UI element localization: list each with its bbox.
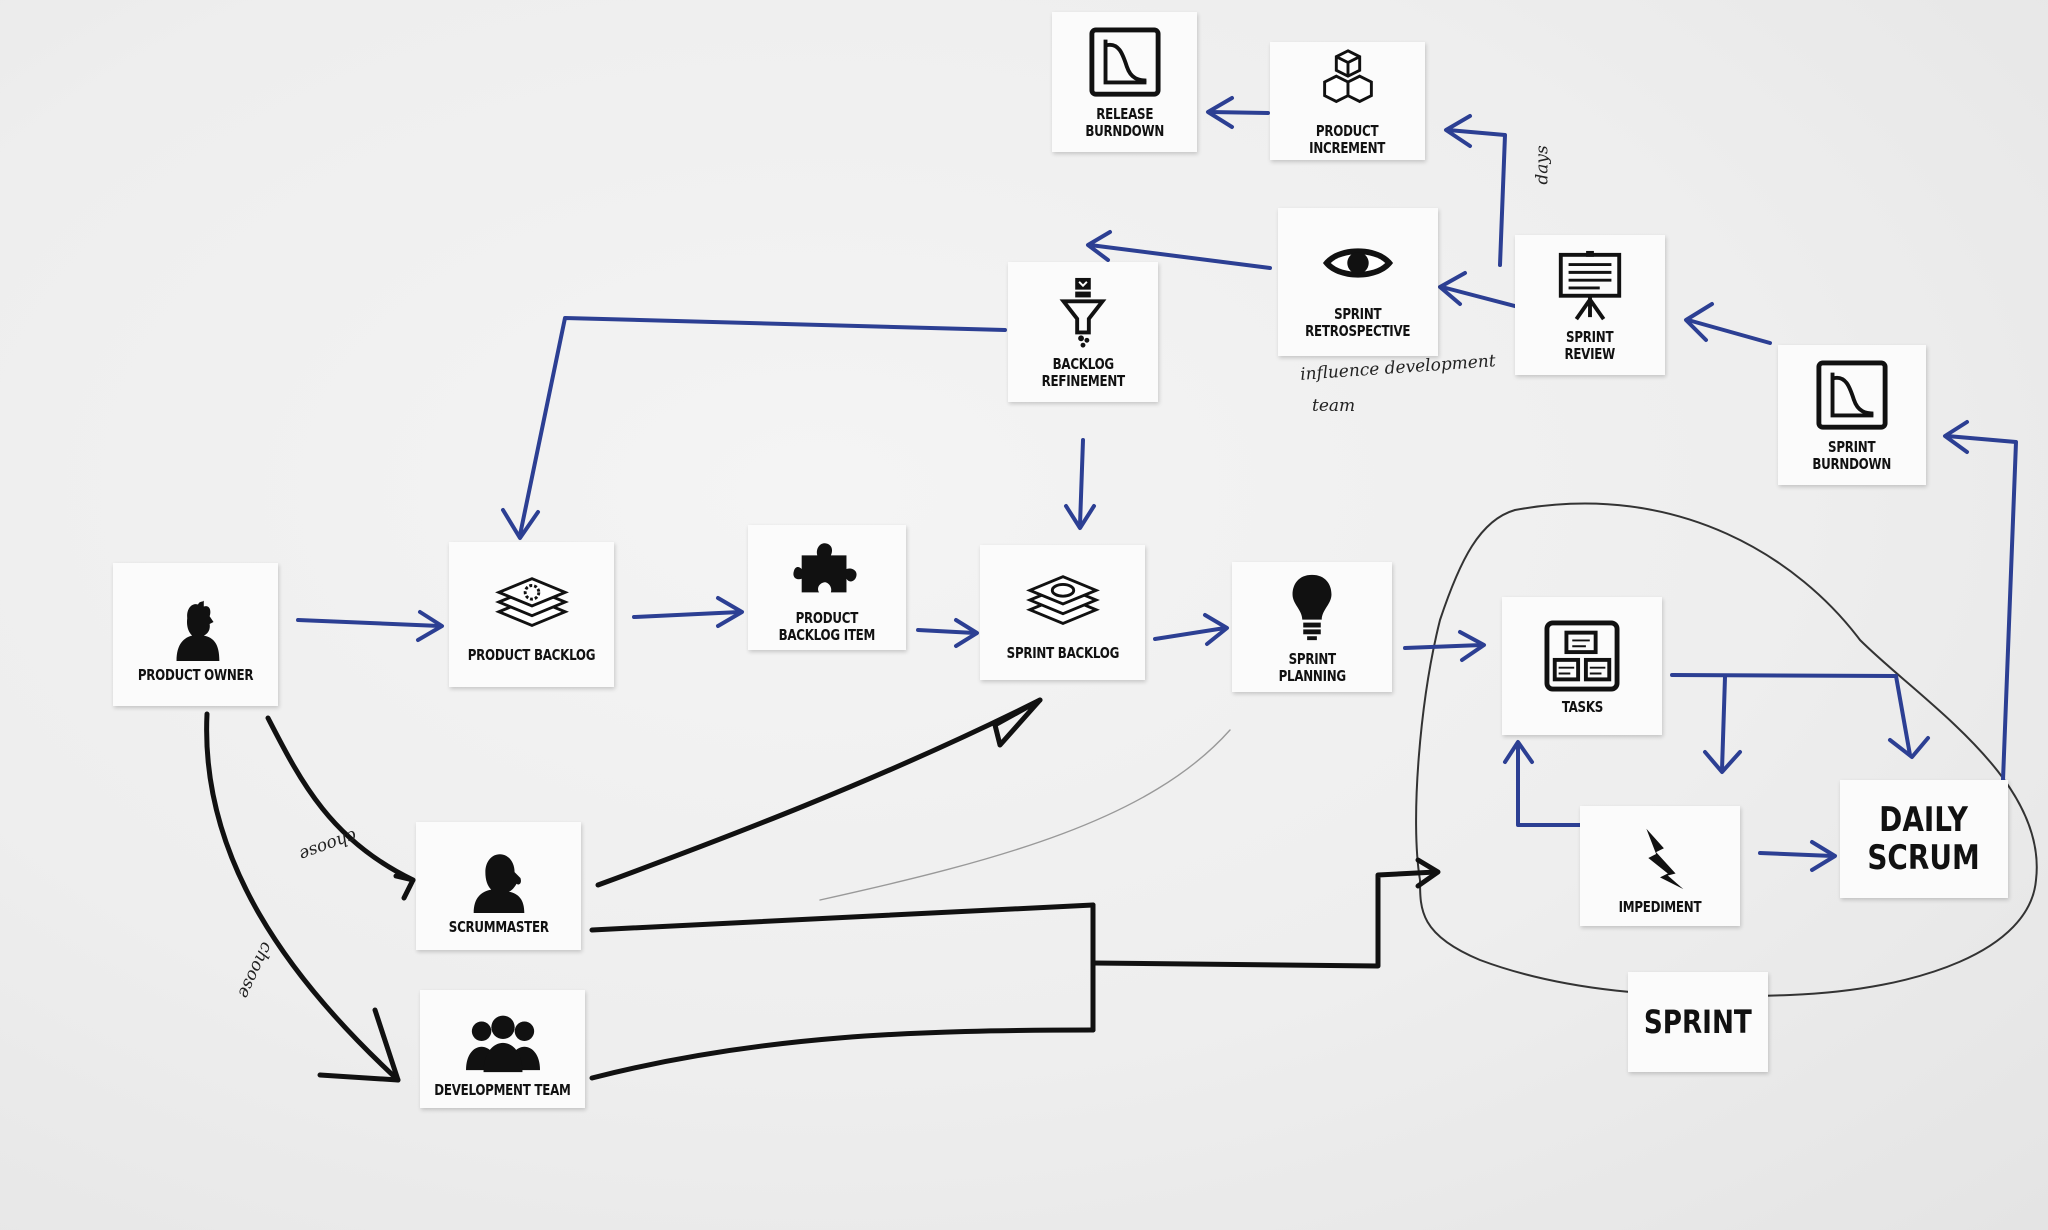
card-label: BACKLOG REFINEMENT: [1041, 355, 1125, 390]
sprint-review-card: SPRINT REVIEW: [1515, 235, 1665, 375]
stacked-layers-icon: [492, 565, 572, 643]
days-annotation: days: [1532, 145, 1553, 185]
to-daily-scrum-arrow: [1894, 674, 1912, 757]
devteam-merge-line: [589, 1027, 1096, 1081]
card-label: TASKS: [1561, 697, 1603, 716]
tasks-card: TASKS: [1502, 597, 1662, 735]
development-team-card: DEVELOPMENT TEAM: [420, 990, 585, 1108]
sprint-backlog-card: SPRINT BACKLOG: [980, 545, 1145, 680]
card-label: PRODUCT INCREMENT: [1309, 122, 1386, 157]
refinement-to-backlog-arrow: [518, 316, 1007, 537]
sprint-card: SPRINT: [1628, 972, 1768, 1072]
card-label: SPRINT: [1644, 1003, 1752, 1041]
scrum-to-burndown-arrow: [1945, 434, 2018, 782]
increment-to-release-arrow: [1208, 110, 1270, 115]
sprintbacklog-to-planning-arrow: [1153, 626, 1227, 641]
retro-to-refinement-arrow: [1088, 243, 1272, 270]
product-increment-card: PRODUCT INCREMENT: [1270, 42, 1425, 160]
product-backlog-item-card: PRODUCT BACKLOG ITEM: [748, 525, 906, 650]
release-burndown-card: RELEASE BURNDOWN: [1052, 12, 1197, 152]
card-label: PRODUCT BACKLOG ITEM: [778, 609, 876, 644]
light-bulb-icon: [1272, 569, 1352, 647]
burndown-chart-icon: [1085, 24, 1165, 102]
card-label: SPRINT BURNDOWN: [1812, 438, 1892, 473]
presentation-board-icon: [1550, 247, 1630, 325]
group-icon: [463, 1000, 543, 1078]
product-backlog-card: PRODUCT BACKLOG: [449, 542, 614, 687]
scrummaster-merge-line: [589, 902, 1096, 933]
sprint-boundary: [1415, 502, 2038, 998]
tasks-to-scrum-line: [1670, 673, 1898, 678]
daily-scrum-card: DAILY SCRUM: [1840, 780, 2008, 898]
po-to-scrummaster-arrow: [265, 715, 416, 883]
team-annotation: team: [1312, 396, 1356, 416]
review-to-increment-arrow: [1446, 128, 1507, 267]
card-label: DAILY SCRUM: [1867, 800, 1981, 878]
impediment-to-tasks-arrow: [1516, 743, 1582, 827]
person-head-icon: [156, 585, 236, 663]
lightning-icon: [1620, 817, 1700, 895]
planning-to-tasks-arrow: [1403, 643, 1484, 650]
card-label: DEVELOPMENT TEAM: [434, 1080, 571, 1099]
po-to-backlog-arrow: [296, 618, 442, 628]
task-board-icon: [1542, 617, 1622, 695]
sprint-burndown-card: SPRINT BURNDOWN: [1778, 345, 1926, 485]
refinement-to-sprintbacklog-arrow: [1078, 438, 1085, 527]
card-label: SPRINT RETROSPECTIVE: [1305, 305, 1411, 340]
sprint-retrospective-card: SPRINT RETROSPECTIVE: [1278, 208, 1438, 356]
card-label: PRODUCT BACKLOG: [467, 646, 596, 664]
woman-head-icon: [459, 837, 539, 915]
backlog-to-item-arrow: [632, 610, 742, 619]
burndown-to-review-arrow: [1686, 318, 1772, 345]
card-label: SCRUMMASTER: [448, 917, 549, 936]
team-to-sprint-arrow: [1090, 869, 1439, 969]
card-label: SPRINT REVIEW: [1564, 328, 1616, 363]
puzzle-piece-icon: [787, 531, 867, 606]
card-label: PRODUCT OWNER: [137, 666, 254, 684]
card-label: RELEASE BURNDOWN: [1085, 105, 1164, 140]
impediment-card: IMPEDIMENT: [1580, 806, 1740, 926]
backlog-refinement-card: BACKLOG REFINEMENT: [1008, 262, 1158, 402]
stacked-layers-circle-icon: [1023, 563, 1103, 641]
card-label: IMPEDIMENT: [1618, 897, 1702, 916]
eye-icon: [1318, 224, 1398, 302]
cubes-icon: [1308, 45, 1388, 119]
scrummaster-card: SCRUMMASTER: [416, 822, 581, 950]
card-label: SPRINT PLANNING: [1278, 650, 1346, 685]
sprint-planning-card: SPRINT PLANNING: [1232, 562, 1392, 692]
tasks-to-impediment-arrow: [1720, 675, 1727, 772]
funnel-icon: [1043, 274, 1123, 352]
po-to-devteam-arrow: [204, 711, 401, 1083]
product-owner-card: PRODUCT OWNER: [113, 563, 278, 706]
scrummaster-to-sprintbacklog-arrow: [595, 697, 1043, 888]
item-to-sprintbacklog-arrow: [916, 628, 977, 635]
card-label: SPRINT BACKLOG: [1006, 644, 1119, 662]
burndown-chart-icon: [1812, 357, 1892, 435]
impediment-to-scrum-arrow: [1758, 851, 1835, 858]
